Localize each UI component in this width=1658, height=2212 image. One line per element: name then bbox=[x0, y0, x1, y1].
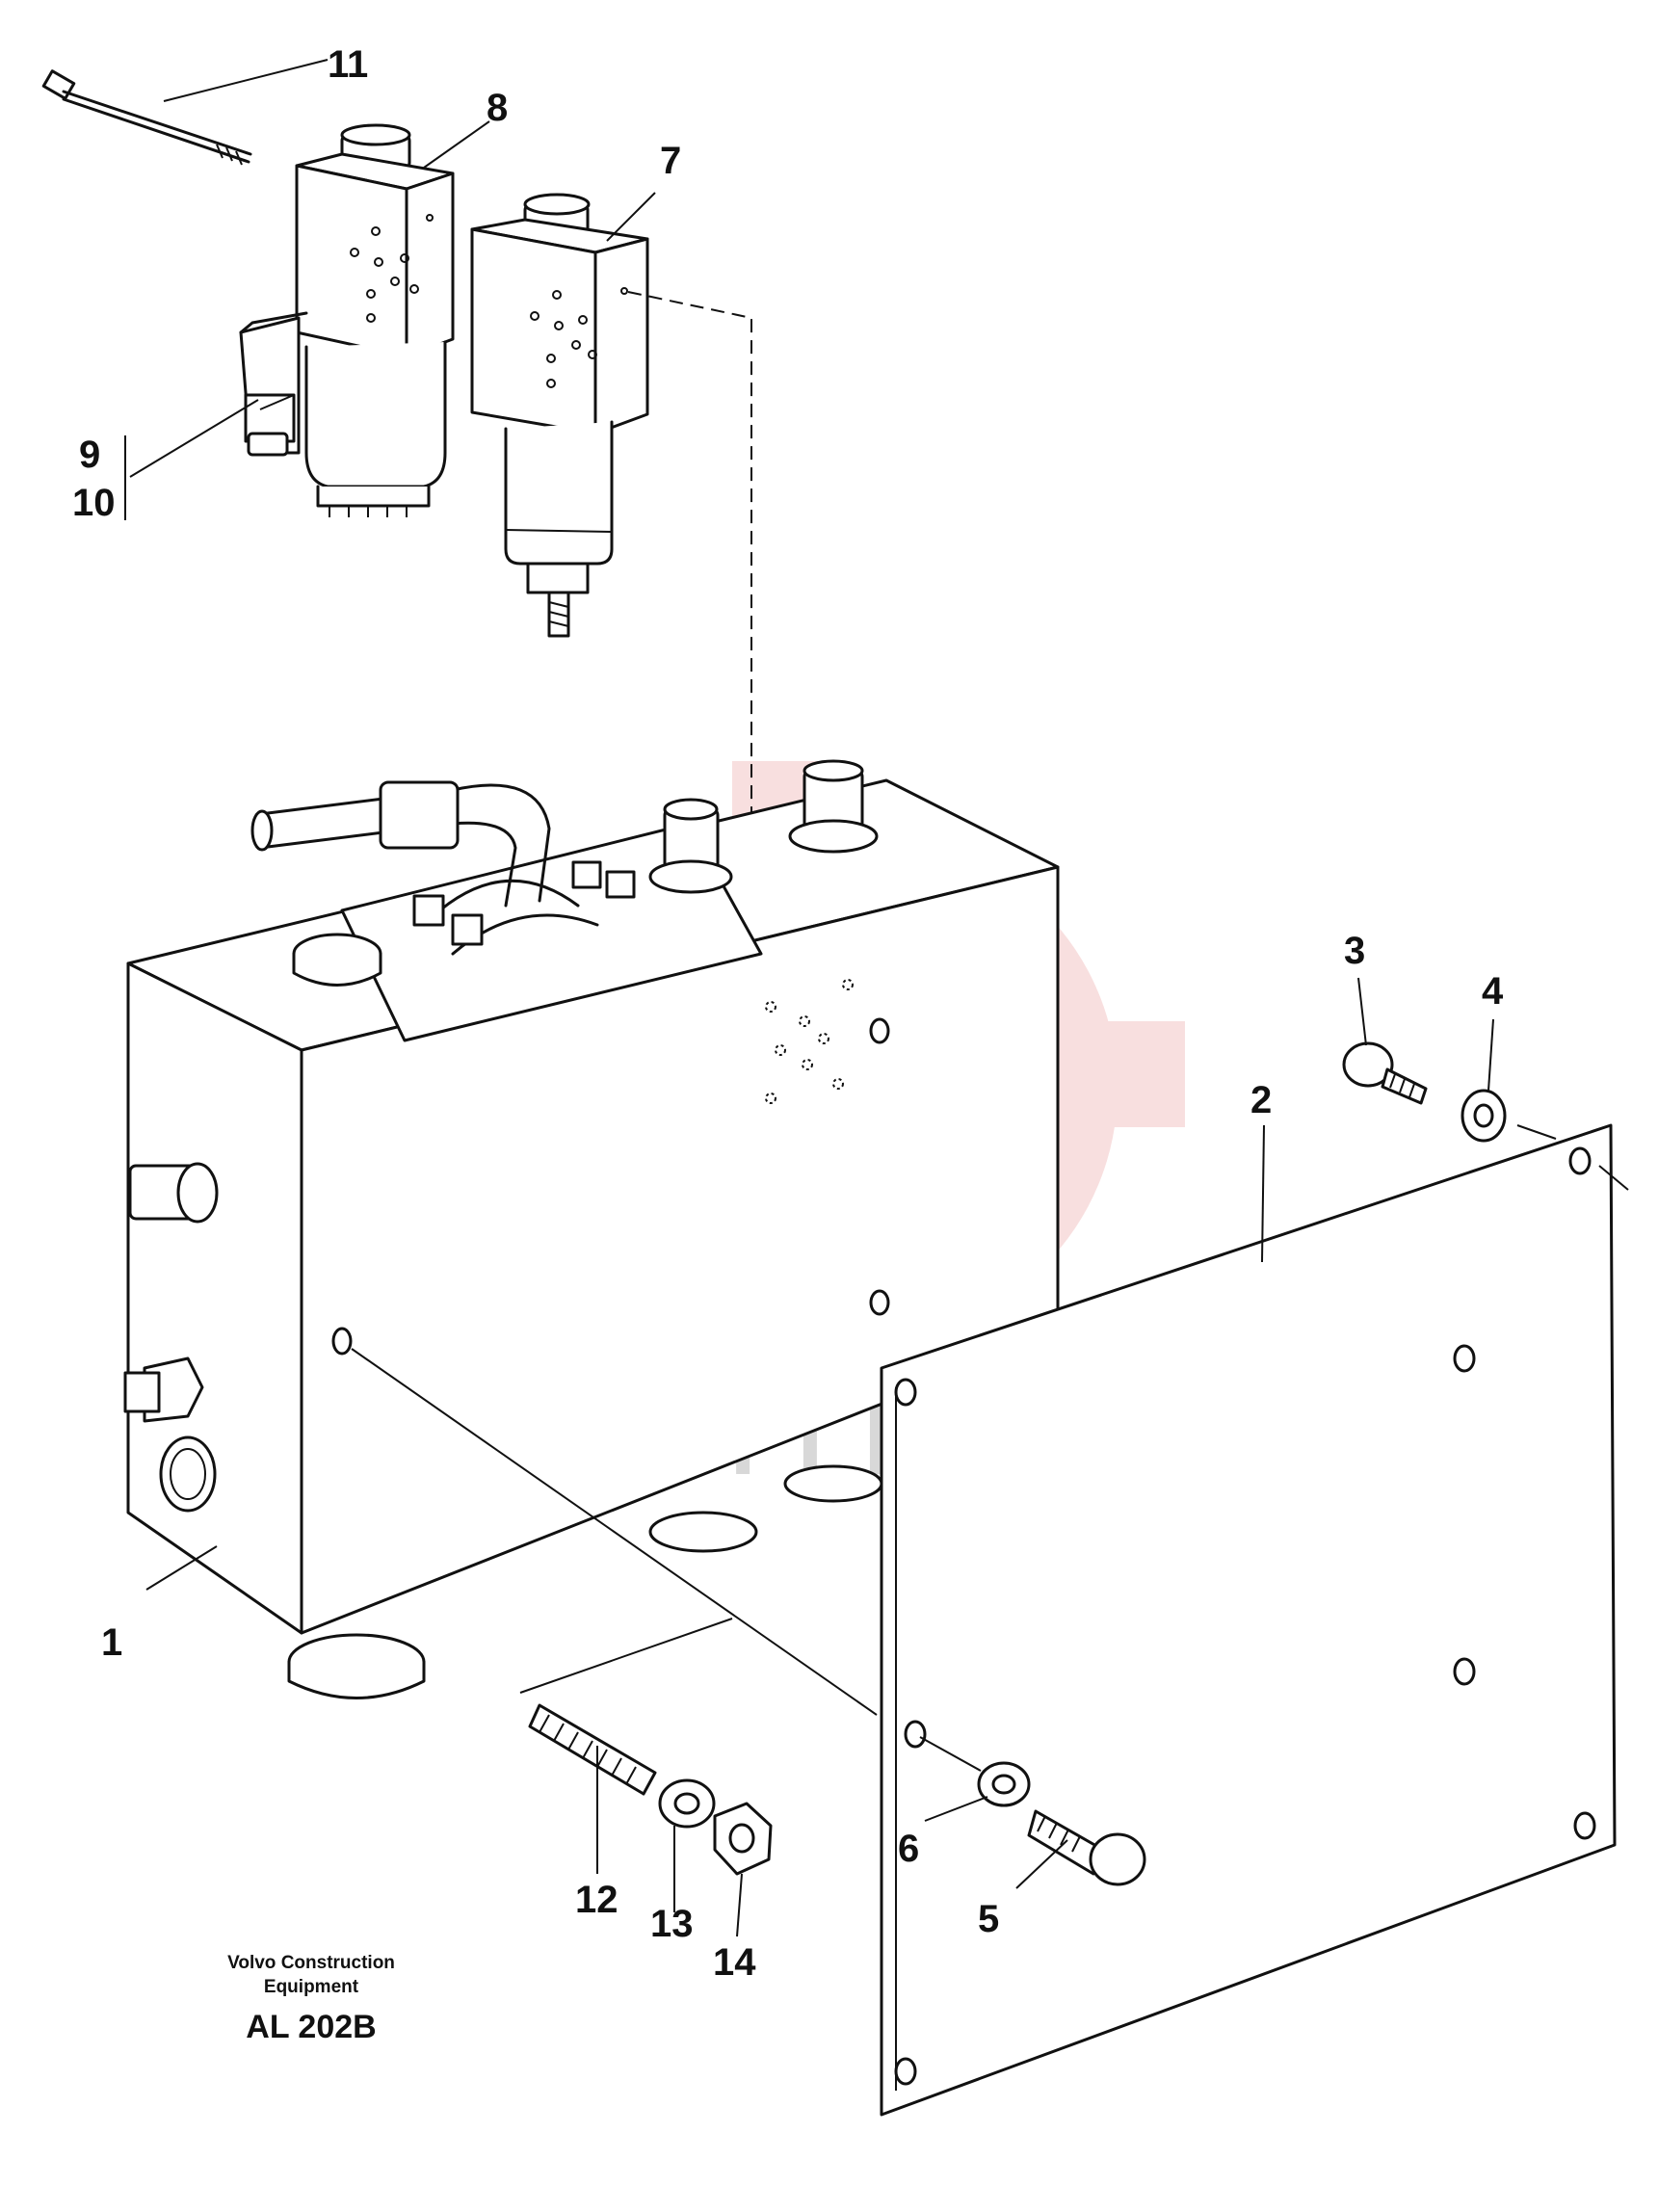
part-12-stud bbox=[528, 1703, 657, 1796]
leader-lines bbox=[124, 59, 1494, 1937]
figure-code: AL 202B bbox=[246, 2009, 376, 2045]
callout-13: 13 bbox=[650, 1903, 694, 1945]
callout-10: 10 bbox=[72, 482, 116, 524]
part-8-solenoid-valve bbox=[239, 123, 455, 517]
callout-1: 1 bbox=[101, 1621, 122, 1664]
callout-12: 12 bbox=[575, 1879, 618, 1921]
part-14-nut bbox=[713, 1802, 773, 1876]
callout-3: 3 bbox=[1344, 930, 1365, 972]
leader-8 bbox=[423, 120, 490, 169]
callout-14: 14 bbox=[713, 1941, 756, 1984]
caption-line-1: Volvo Construction bbox=[227, 1953, 395, 1973]
part-1-valve-block bbox=[123, 759, 1060, 1699]
part-4-washer bbox=[1461, 1089, 1507, 1143]
caption-block: Volvo Construction Equipment AL 202B bbox=[227, 1953, 395, 2045]
part-6-washer bbox=[977, 1761, 1031, 1807]
leader-1 bbox=[145, 1545, 218, 1591]
leader-9-10 bbox=[129, 399, 259, 478]
callout-2: 2 bbox=[1250, 1079, 1272, 1121]
callout-7: 7 bbox=[660, 140, 681, 182]
leader-5 bbox=[1015, 1839, 1068, 1889]
callout-8: 8 bbox=[487, 87, 508, 129]
leader-6 bbox=[924, 1796, 988, 1822]
callout-6: 6 bbox=[898, 1828, 919, 1870]
leader-2 bbox=[1261, 1124, 1265, 1263]
leader-7 bbox=[606, 192, 656, 242]
callout-labels: 11 8 7 9 10 1 2 3 4 5 6 12 13 14 bbox=[72, 43, 1504, 1984]
part-3-screw bbox=[1342, 1041, 1428, 1105]
leader-11 bbox=[163, 59, 329, 102]
leader-4 bbox=[1487, 1018, 1494, 1092]
callout-5: 5 bbox=[978, 1898, 999, 1940]
leader-3 bbox=[1357, 977, 1367, 1046]
part-11-bolt bbox=[41, 69, 252, 166]
part-13-washer bbox=[658, 1778, 716, 1829]
part-2-cover-plate bbox=[880, 1123, 1617, 2117]
callout-11: 11 bbox=[328, 43, 368, 86]
callout-4: 4 bbox=[1482, 970, 1504, 1013]
part-7-solenoid-valve bbox=[470, 193, 649, 638]
callout-9: 9 bbox=[79, 434, 100, 476]
leader-14 bbox=[736, 1873, 743, 1937]
caption-line-2: Equipment bbox=[264, 1977, 359, 1997]
